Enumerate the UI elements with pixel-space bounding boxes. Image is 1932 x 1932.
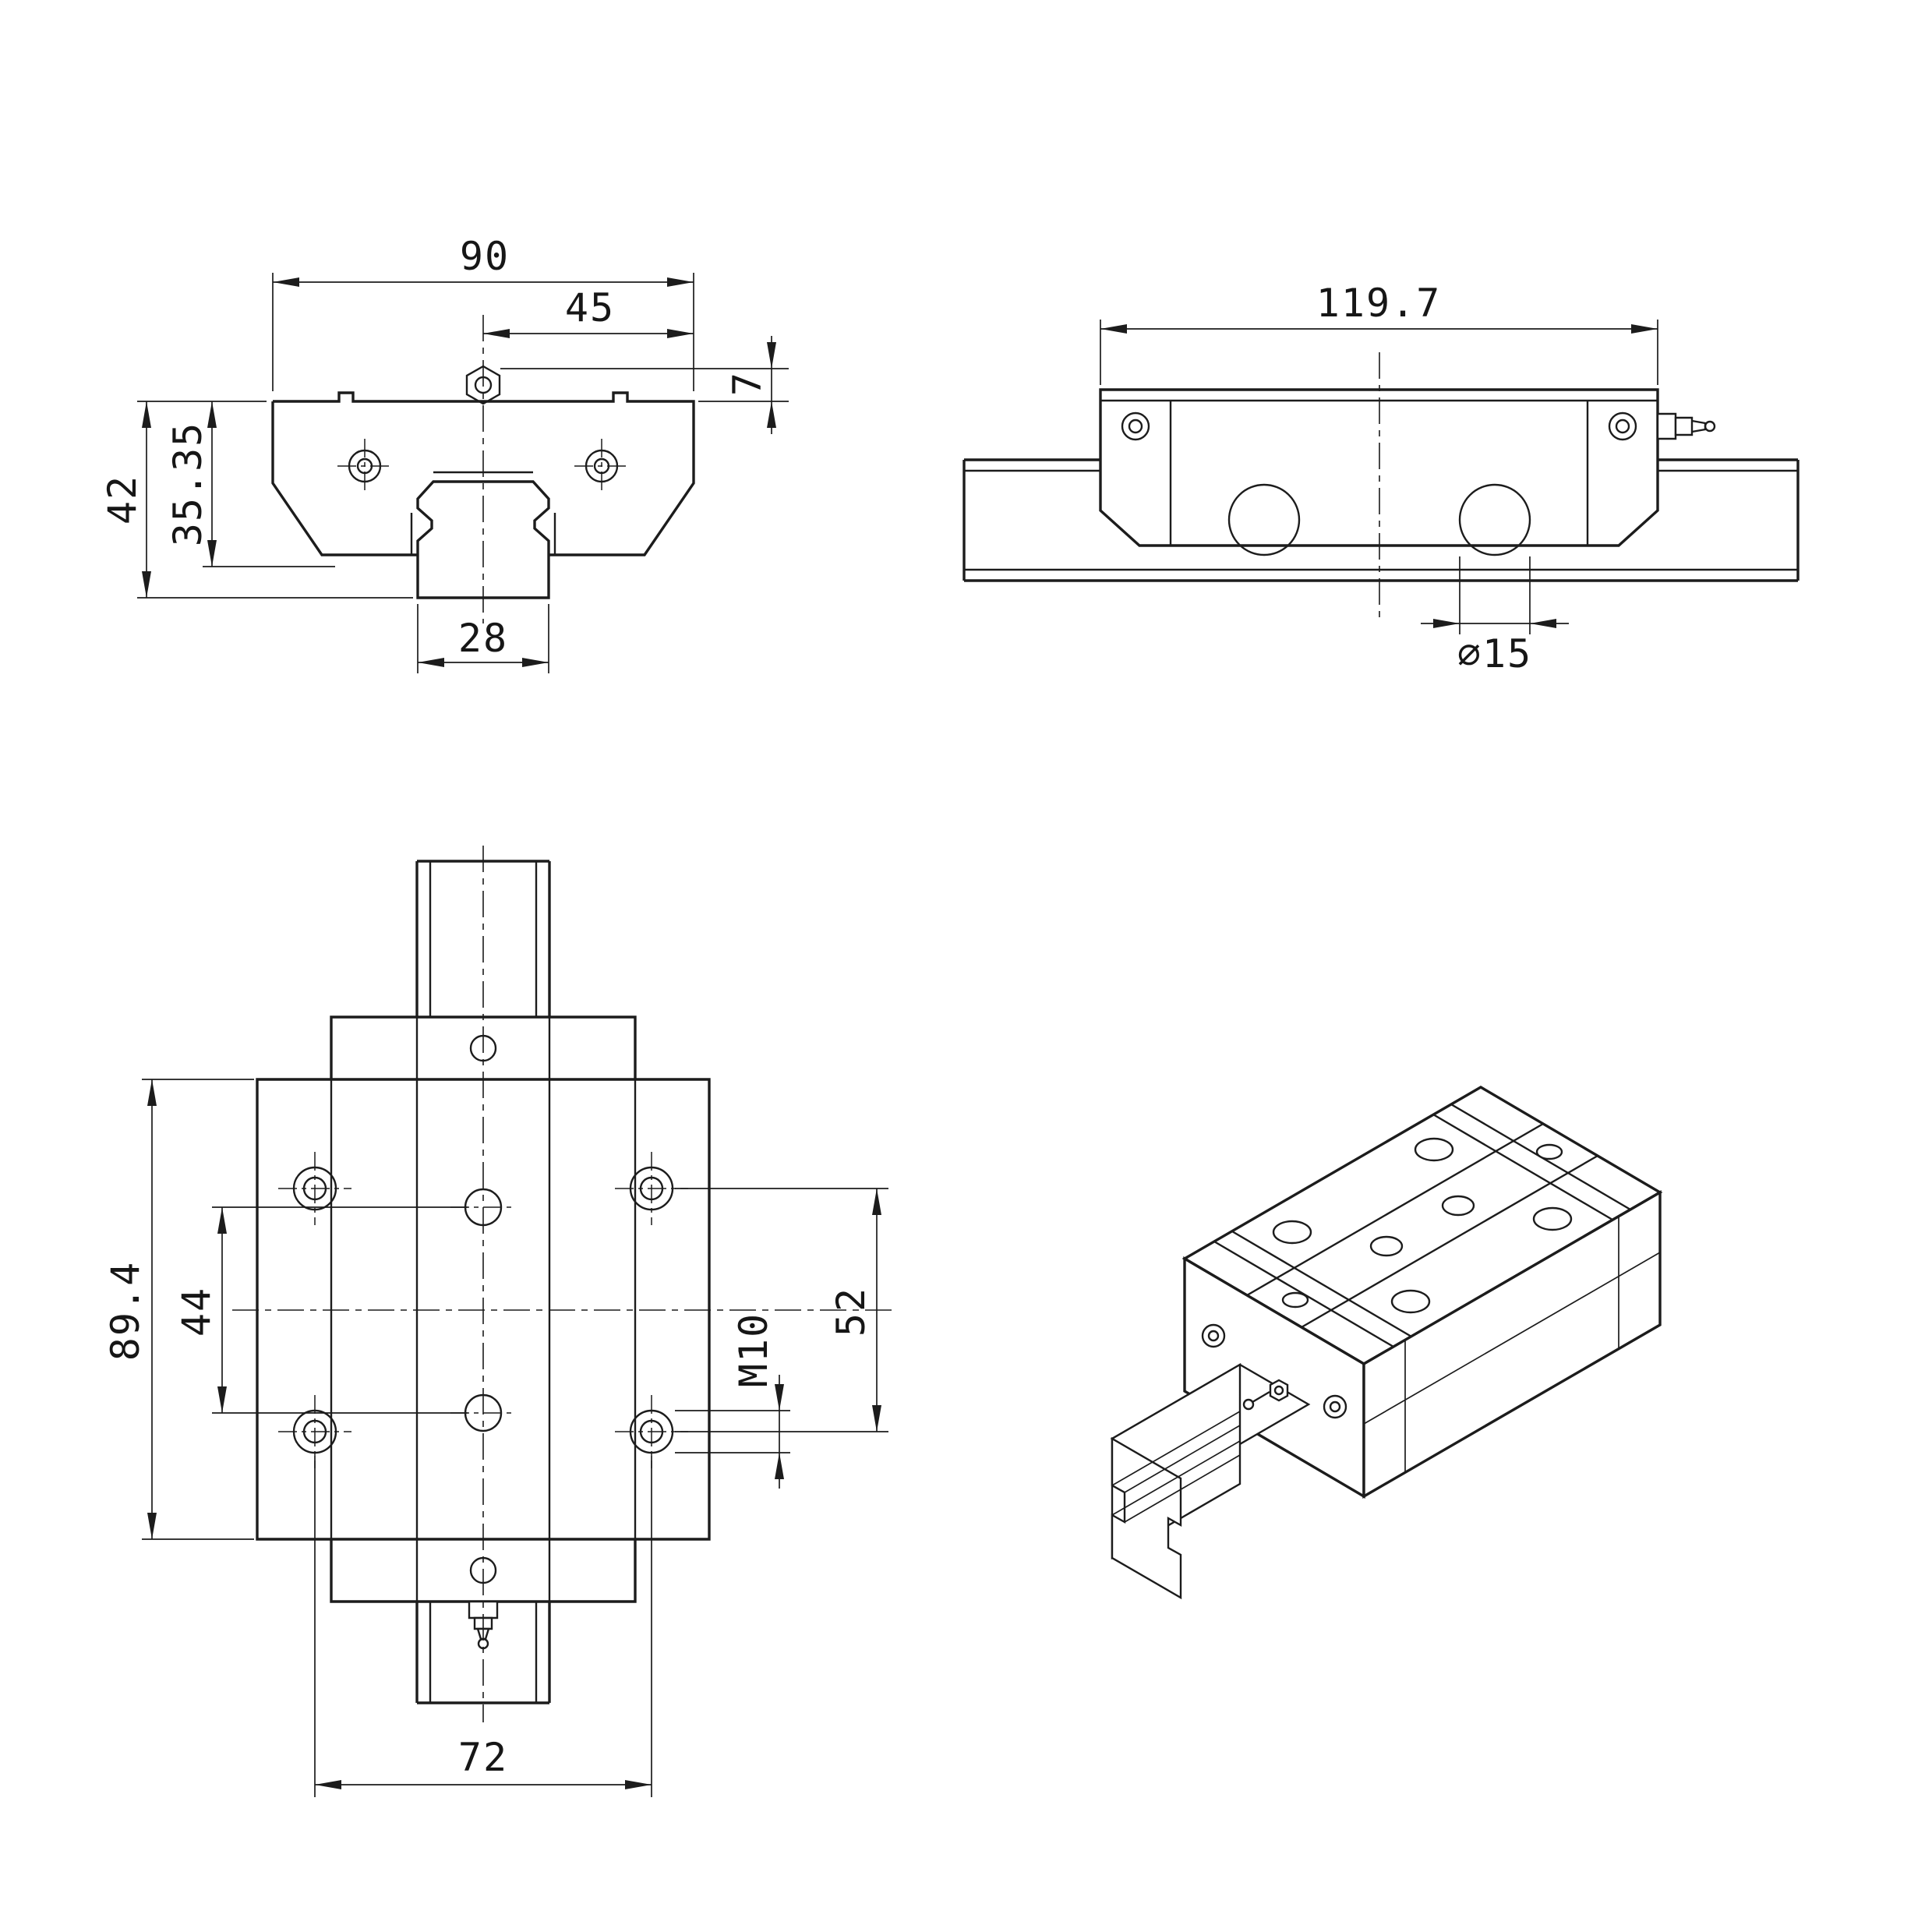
dim-block-height: 35.35 [165, 422, 210, 547]
dimension-body-length: 89.4 [103, 1079, 254, 1540]
cap-screw [574, 439, 629, 493]
dim-body-length: 89.4 [103, 1261, 148, 1361]
rail-through-lines [415, 1017, 551, 1602]
dim-block-length: 119.7 [1316, 281, 1442, 326]
mounting-hole [1390, 1289, 1431, 1314]
mounting-hole [615, 1395, 688, 1468]
cap-separation-lines [1169, 401, 1589, 546]
cap-screw [1323, 1394, 1347, 1419]
dimension-center-hole-spacing: 44 [174, 1206, 468, 1414]
dimension-assembly-height: 42 [100, 401, 413, 599]
mounting-hole [278, 1152, 351, 1225]
dimension-thread-callout: M10 [675, 1312, 790, 1489]
body-outline [256, 1078, 711, 1541]
grease-nipple-icon [468, 1600, 499, 1650]
cap-hole [1535, 1143, 1563, 1160]
iso-side-lines [1363, 1217, 1661, 1472]
iso-side-face [1362, 1190, 1662, 1499]
mounting-hole [1272, 1220, 1312, 1245]
dimension-total-width: 90 [272, 234, 694, 391]
iso-top-strips [1246, 1122, 1598, 1329]
dim-assembly-height: 42 [100, 475, 145, 525]
rail-bolt-hole [1227, 483, 1301, 556]
plan-view: 89.4 44 52 M10 72 [103, 846, 898, 1797]
dimension-hole-spacing-x: 72 [314, 1456, 652, 1797]
dim-side-hole-spacing: 52 [828, 1287, 874, 1337]
dimension-nipple-height: 7 [500, 336, 789, 434]
dim-total-width: 90 [460, 234, 510, 279]
dimension-block-length: 119.7 [1100, 281, 1658, 385]
rail-chamfer-lines [964, 469, 1798, 571]
grease-nipple-icon [1656, 412, 1716, 440]
cap-screw [1121, 411, 1150, 441]
dim-hole-diameter: ⌀15 [1457, 631, 1532, 676]
dimension-side-hole-spacing: 52 [675, 1188, 888, 1432]
mounting-hole [1532, 1206, 1573, 1231]
cap-screw [337, 439, 392, 493]
carriage-outline [1099, 388, 1659, 547]
rail-profile [416, 480, 550, 599]
cap-hole [1281, 1291, 1309, 1309]
side-view: 119.7 ⌀15 [962, 281, 1800, 676]
dim-half-width: 45 [565, 285, 615, 330]
dim-nipple-height: 7 [725, 371, 770, 396]
dim-thread-callout: M10 [731, 1312, 776, 1387]
grease-nipple-icon [1242, 1379, 1289, 1411]
dim-hole-spacing-x: 72 [458, 1735, 508, 1780]
front-view: 90 45 42 35.35 7 2 [100, 234, 789, 673]
mounting-hole [1414, 1137, 1454, 1162]
rail-bolt-hole [1458, 483, 1531, 556]
cap-screw [1201, 1323, 1226, 1348]
center-hole [1441, 1195, 1475, 1217]
dim-rail-width: 28 [458, 616, 508, 661]
mounting-hole [278, 1395, 351, 1468]
dimension-rail-width: 28 [417, 604, 549, 673]
isometric-view [1110, 1086, 1663, 1600]
center-hole [1369, 1235, 1404, 1257]
rail-outline [962, 458, 1800, 582]
dimension-hole-diameter: ⌀15 [1421, 556, 1569, 676]
dim-center-hole-spacing: 44 [174, 1287, 219, 1337]
dimension-block-height: 35.35 [165, 401, 335, 567]
body-step-lines [330, 1079, 637, 1539]
cap-screw [1608, 411, 1637, 441]
carriage-outline [271, 391, 695, 556]
dimension-half-width: 45 [483, 285, 694, 338]
mounting-hole [615, 1152, 688, 1225]
rail-chamfer-lines [429, 861, 538, 1703]
